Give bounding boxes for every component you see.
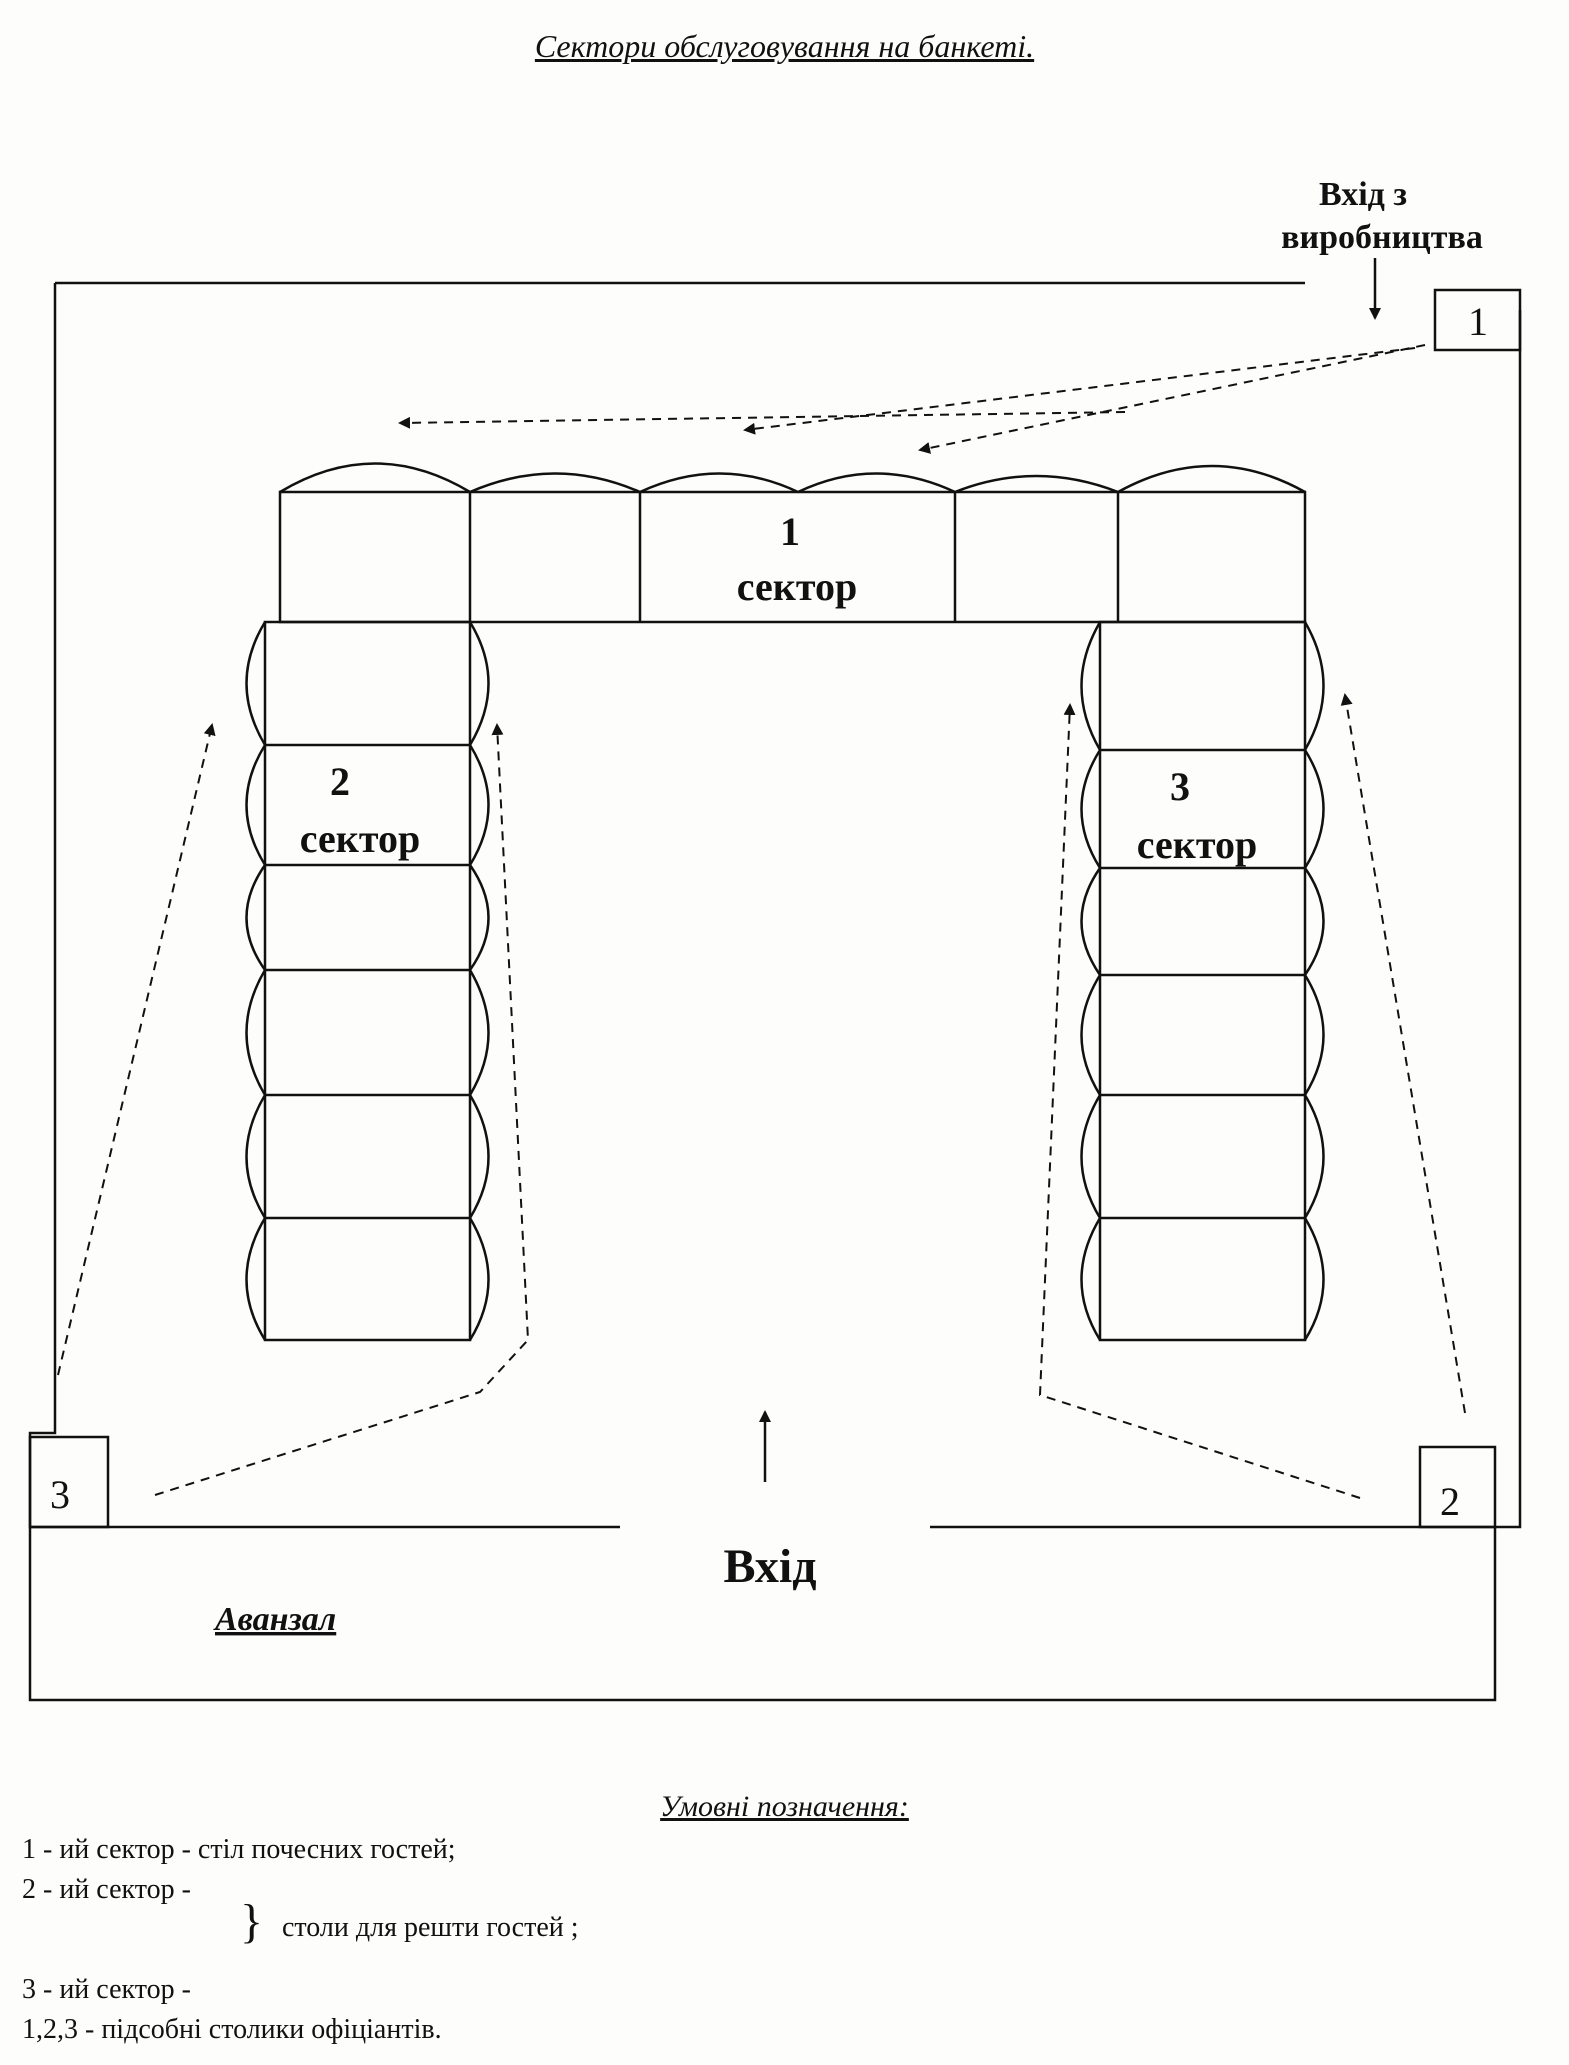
legend-brace: } [240,1895,264,1948]
sector-1-label: сектор [737,564,857,609]
head-table-outline [278,490,1307,624]
service-table-1 [1433,288,1522,352]
banquet-floor-plan: 1 3 2 1 сектор 2 [28,176,1522,1702]
legend-sector-1: 1 - ий сектор - стіл почесних гостей; [22,1834,456,1865]
waiter-routes [57,344,1466,1499]
route-3-to-sector-2-inner [154,723,530,1496]
route-1-to-sector-1-right [918,344,1426,454]
chair-arcs-left-inner [468,621,490,1341]
chair-arc [469,472,641,494]
sector-2-number: 2 [330,759,350,804]
kitchen-entry-line2: виробництва [1281,219,1483,256]
sector-1-number: 1 [780,509,800,554]
service-table-3-label: 3 [50,1472,70,1517]
legend-service-tables: 1,2,3 - підсобні столики офіціантів. [22,2014,442,2045]
legend-sector-3: 3 - ий сектор - [22,1974,191,2005]
chair-arc [954,474,1119,494]
route-1-to-sector-1-center [743,347,1416,435]
chair-arcs-right-inner [1080,621,1102,1341]
route-2-to-sector-3-inner [1038,703,1361,1499]
sector-3-number: 3 [1170,764,1190,809]
chair-arc [639,472,799,494]
chair-arc [797,472,956,494]
right-table [1080,620,1325,1342]
legend-title: Умовні позначення: [660,1790,909,1823]
chair-arc [1117,464,1306,494]
service-table-3 [28,1435,110,1529]
sector-3-label: сектор [1137,822,1257,867]
route-1-to-sector-1-left [398,411,1126,429]
left-table-outline [263,620,472,1342]
sector-2-label: сектор [300,816,420,861]
legend-other-guests: столи для решти гостей ; [282,1912,579,1943]
head-table [278,462,1307,624]
room-walls [28,281,1522,1702]
legend-sector-2: 2 - ий сектор - [22,1874,191,1905]
service-table-2-label: 2 [1440,1479,1460,1524]
right-table-outline [1098,620,1307,1342]
chair-arc [279,462,471,494]
service-table-1-label: 1 [1468,299,1488,344]
chair-arcs-right-outer [1303,621,1325,1341]
room-outer-wall [28,283,1522,1702]
route-3-to-sector-2-outer [57,723,216,1376]
route-2-to-sector-3-outer [1340,693,1466,1414]
chair-arcs-left-outer [245,621,267,1341]
main-entry-label: Вхід [724,1540,817,1593]
diagram-title: Сектори обслуговування на банкеті. [534,28,1035,64]
service-tables [28,288,1522,1529]
foyer-label: Аванзал [213,1601,336,1638]
entry-arrows [759,258,1381,1482]
kitchen-entry-line1: Вхід з [1319,176,1407,213]
service-table-2 [1418,1445,1497,1529]
left-table [245,620,490,1342]
